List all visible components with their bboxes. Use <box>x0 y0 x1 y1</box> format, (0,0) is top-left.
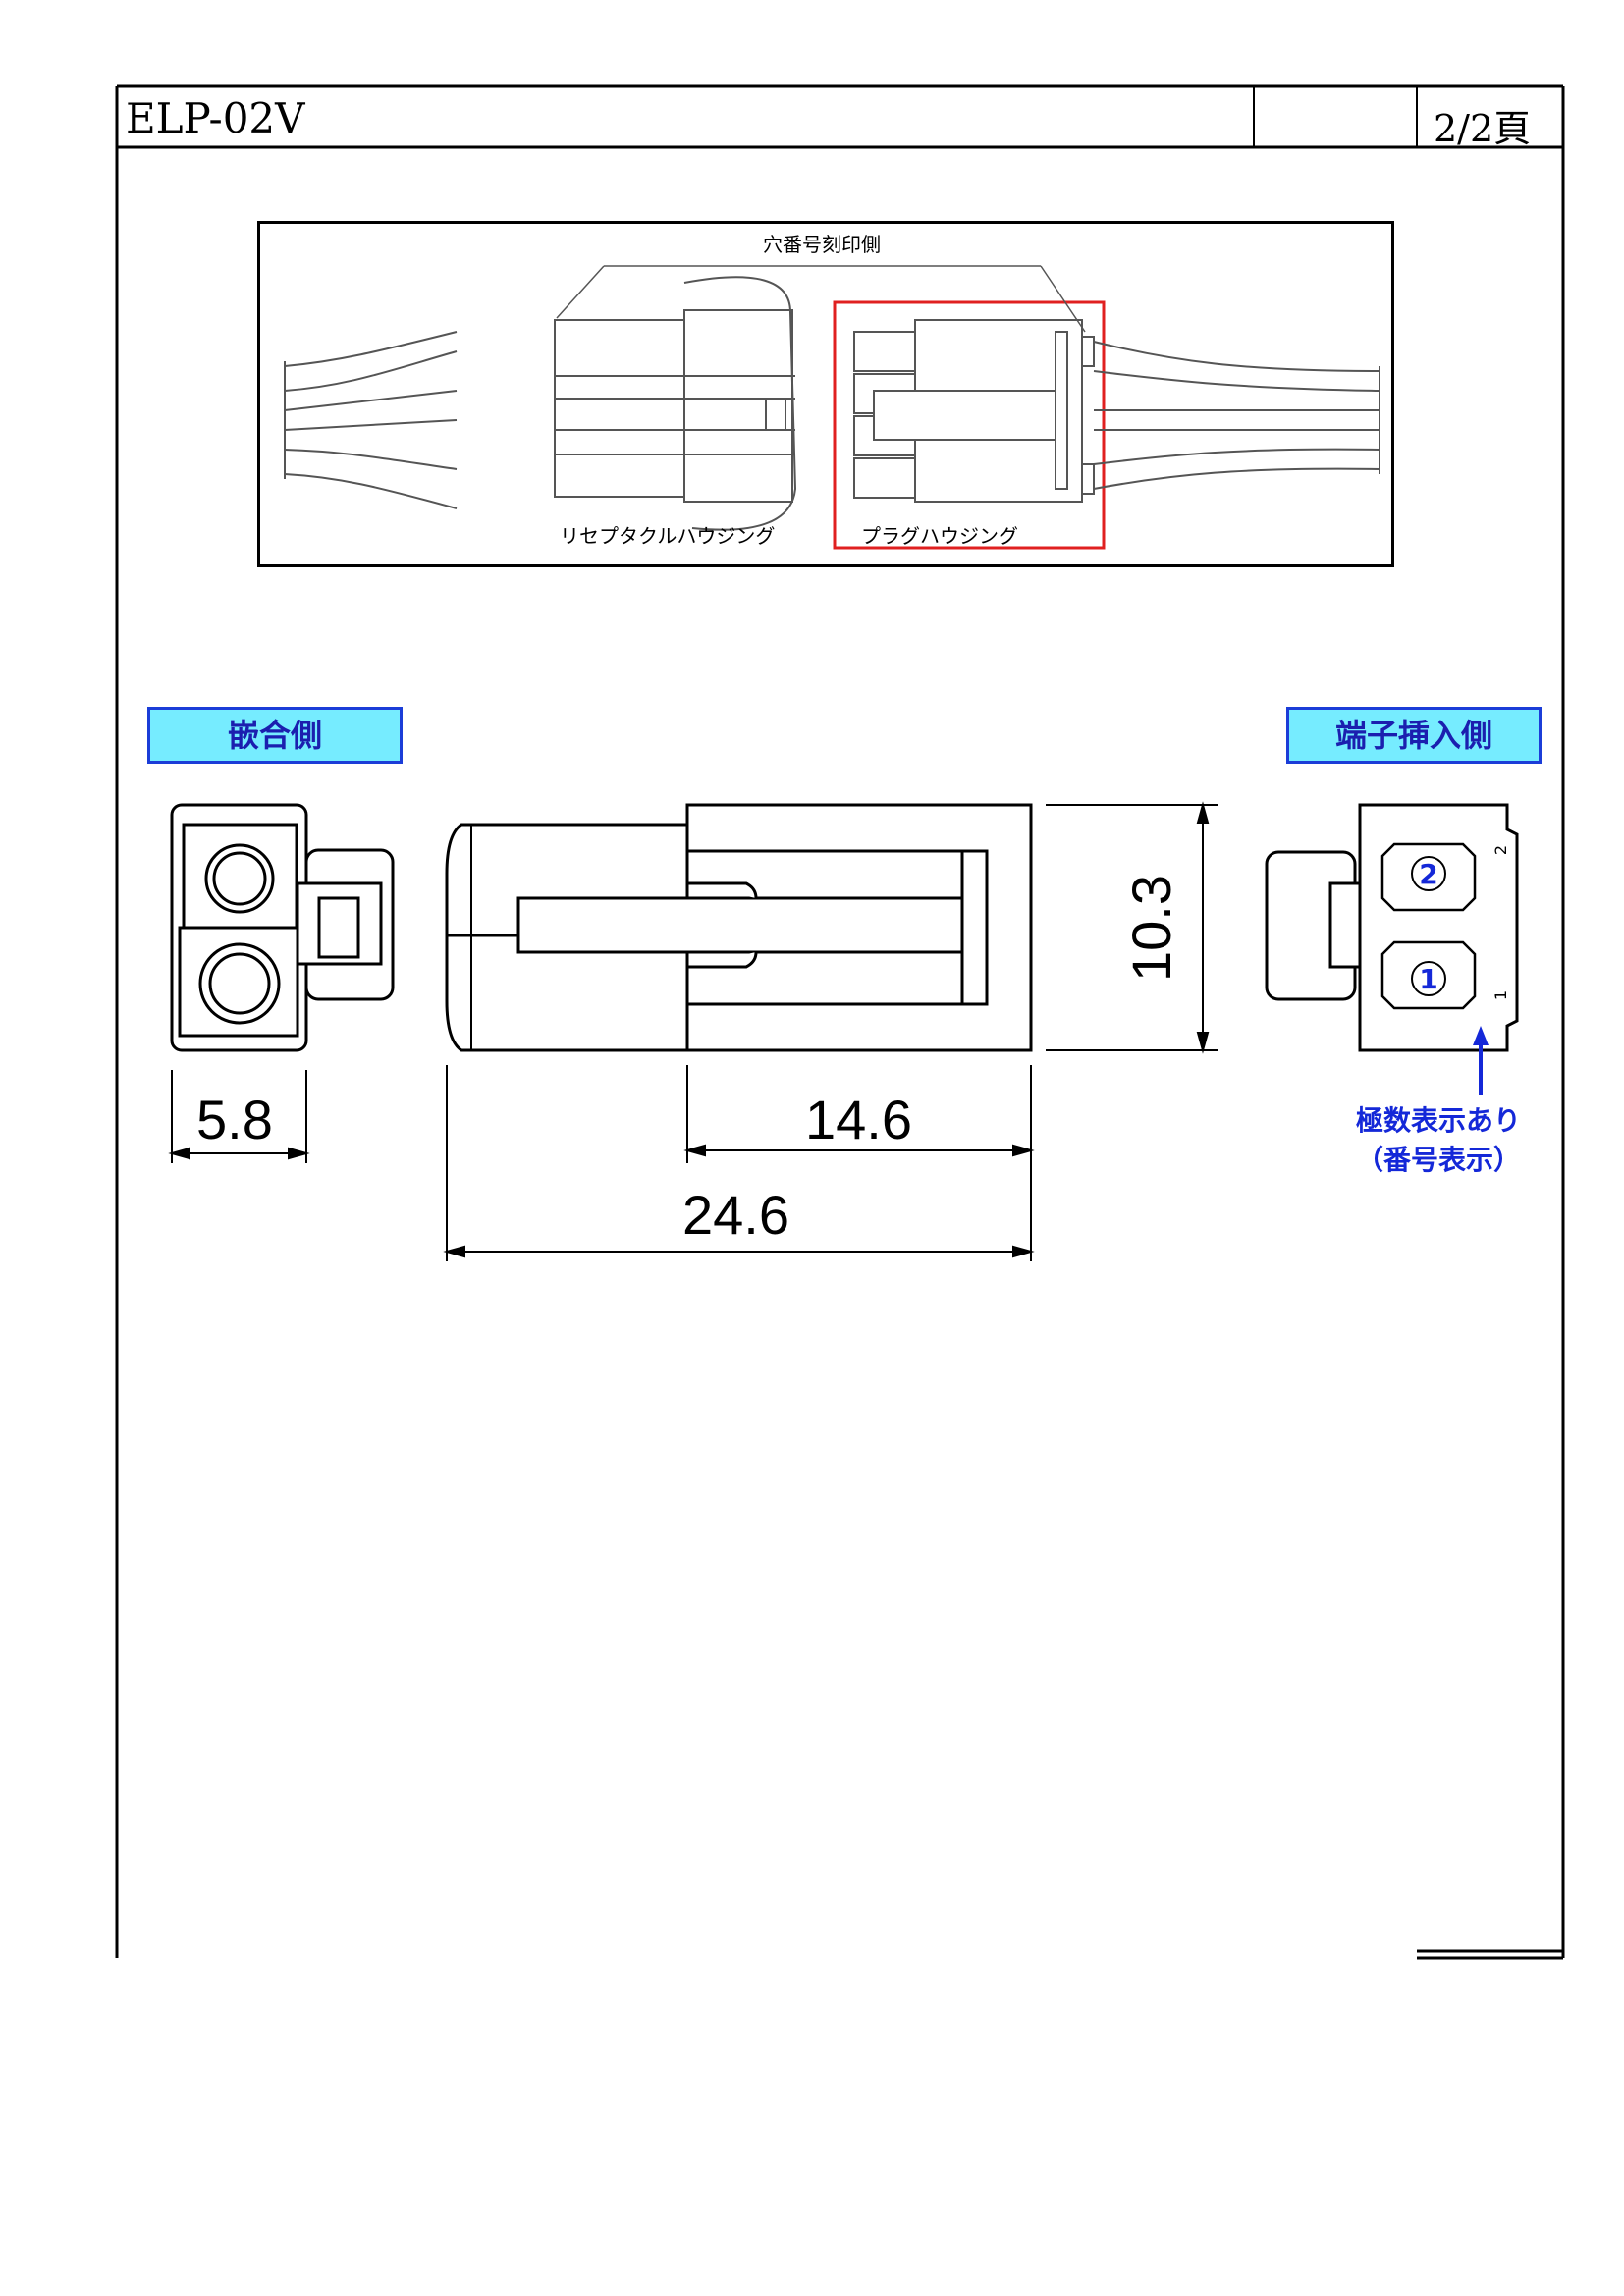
illustration-top-label: 穴番号刻印側 <box>763 233 881 256</box>
pin-mark-2: 2 <box>1491 845 1510 855</box>
mating-side-label: 嵌合側 <box>147 707 403 764</box>
pole-number-note-line2: （番号表示） <box>1355 1144 1521 1176</box>
plug-label: プラグハウジング <box>861 524 1018 548</box>
model-title: ELP-02V <box>126 94 305 142</box>
terminal-insertion-view <box>1265 803 1519 1052</box>
side-view <box>445 803 1033 1052</box>
dim-total-length: 24.6 <box>682 1184 789 1246</box>
connector-illustration-drawing: 穴番号刻印側 リセプタクルハウジング プラグハウジング <box>284 233 1380 550</box>
pole-number-note-line1: 極数表示あり <box>1355 1104 1521 1137</box>
dim-height: 10.3 <box>1120 875 1182 982</box>
pin-number-2: 2 <box>1419 858 1437 890</box>
connector-illustration: 穴番号刻印側 リセプタクルハウジング プラグハウジング <box>257 221 1394 567</box>
pin-mark-1: 1 <box>1491 990 1510 1000</box>
dim-body-length: 14.6 <box>805 1089 912 1150</box>
dim-width: 5.8 <box>196 1089 273 1150</box>
pole-indicator-arrow <box>1473 1026 1489 1095</box>
mating-side-view <box>170 803 395 1052</box>
page-number: 2/2頁 <box>1434 107 1532 150</box>
pole-number-note: 極数表示あり （番号表示） <box>1335 1099 1542 1178</box>
terminal-insertion-side-label: 端子挿入側 <box>1286 707 1542 764</box>
pin-number-1: 1 <box>1419 963 1437 995</box>
receptacle-label: リセプタクルハウジング <box>560 524 775 548</box>
